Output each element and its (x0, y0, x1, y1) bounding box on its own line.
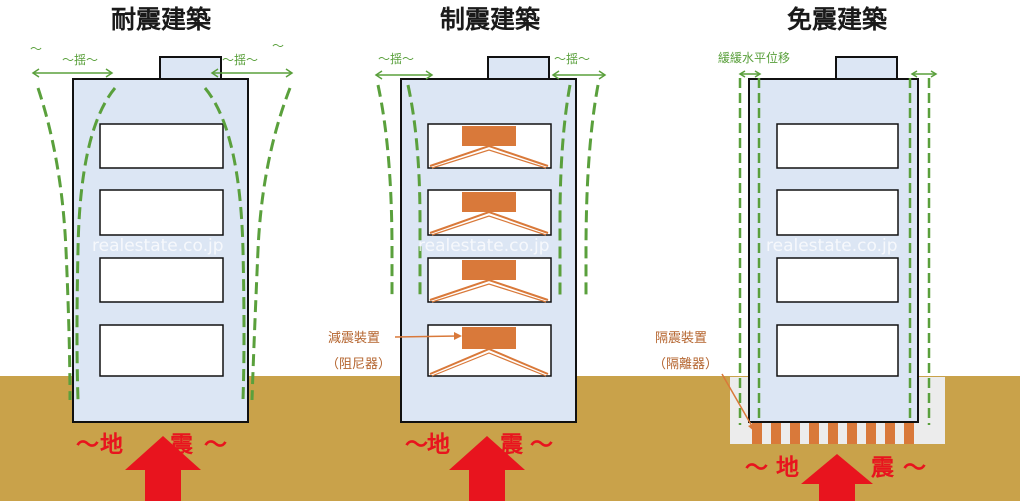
damper (462, 260, 516, 280)
roof-box (159, 56, 222, 81)
roof-box (835, 56, 898, 81)
window (776, 257, 899, 303)
quake-char: 地 (100, 432, 123, 458)
quake-char: 震 (500, 432, 524, 458)
pointer-line (721, 373, 754, 429)
window (776, 324, 899, 377)
pointer-head (454, 332, 462, 340)
pointer-line (394, 335, 459, 338)
title-resistant: 耐震建築 (111, 5, 212, 34)
watermark: realestate.co.jp (92, 236, 224, 256)
window (776, 189, 899, 236)
shake-label: ～揺～ (554, 52, 590, 66)
shake-arrow (31, 68, 294, 78)
title-isolation: 免震建築 (787, 5, 888, 34)
floor-with-damper (427, 324, 552, 377)
window (776, 123, 899, 169)
quake-arrow (801, 454, 873, 501)
shake-arrow (374, 70, 607, 80)
watermark: realestate.co.jp (418, 236, 550, 256)
floor-with-damper (427, 257, 552, 303)
damper (462, 126, 516, 146)
shake-label: ～揺～ (378, 52, 414, 66)
quake-wave: ～ (745, 455, 768, 481)
quake-arrow (449, 436, 525, 501)
building-isolation: 緩緩水平位移 隔震裝置 （隔離器） (653, 50, 938, 444)
damper (462, 192, 516, 212)
damper-sublabel: （阻尼器） (326, 357, 391, 372)
window (99, 189, 224, 236)
damper (462, 327, 516, 349)
watermark: realestate.co.jp (766, 236, 898, 256)
quake-wave: ～ (76, 432, 99, 458)
floor-with-damper (427, 189, 552, 236)
quake-wave: ～ (405, 432, 428, 458)
slow-shift-label: 緩緩水平位移 (718, 50, 790, 65)
isolator-sublabel: （隔離器） (653, 357, 718, 372)
shift-lines (738, 78, 931, 425)
quake-char: 震 (170, 432, 194, 458)
shake-label: ～揺～ (62, 53, 98, 67)
roof-box (487, 56, 550, 81)
building-resistant: ～ ～揺～ ～揺～ ～ (30, 39, 294, 423)
quake-wave: ～ (530, 432, 553, 458)
isolators (752, 423, 914, 444)
window (99, 257, 224, 303)
isolator-label: 隔震裝置 (655, 331, 707, 346)
quake-arrow (125, 436, 201, 501)
shake-label: ～揺～ (222, 53, 258, 67)
sway-lines (376, 84, 600, 300)
pointer-head (748, 423, 756, 433)
shake-label: ～ (272, 39, 284, 53)
sway-lines (36, 87, 292, 401)
window (99, 123, 224, 169)
quake-char: 地 (776, 455, 799, 481)
shift-arrow (738, 70, 938, 78)
building-damping: ～揺～ ～揺～ 減震裝置 （阻尼器） (326, 52, 607, 423)
quake-wave: ～ (903, 455, 926, 481)
damper-label: 減震裝置 (328, 330, 380, 346)
title-damping: 制震建築 (440, 5, 541, 34)
shake-label: ～ (30, 42, 42, 56)
quake-char: 震 (871, 455, 895, 481)
window (99, 324, 224, 377)
floor-with-damper (427, 123, 552, 169)
quake-wave: ～ (204, 432, 227, 458)
quake-char: 地 (427, 432, 450, 458)
